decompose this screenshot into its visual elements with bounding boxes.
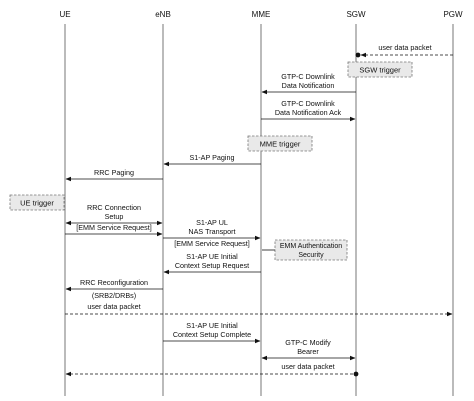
entity-label-enb: eNB — [155, 10, 171, 19]
label-user-data-packet-3: user data packet — [281, 362, 334, 371]
label-s1ap-ul-nas-line1: S1-AP UL — [196, 218, 228, 227]
label-s1ap-paging: S1-AP Paging — [189, 153, 234, 162]
ue-trigger-label: UE trigger — [20, 199, 54, 208]
label-gtpc-dl-notification-line1: GTP-C Downlink — [281, 72, 335, 81]
label-emm-service-request-2: [EMM Service Request] — [174, 239, 250, 248]
mme-trigger-box — [247, 135, 313, 152]
entity-label-ue: UE — [59, 10, 70, 19]
label-rrc-reconfiguration: RRC Reconfiguration — [80, 278, 148, 287]
entity-label-mme: MME — [252, 10, 271, 19]
label-user-data-packet-1: user data packet — [378, 43, 431, 52]
dot-user-data-packet-1 — [355, 52, 361, 58]
label-s1ap-setup-request-line2: Context Setup Request — [175, 261, 249, 270]
label-s1ap-setup-complete-line2: Context Setup Complete — [173, 330, 251, 339]
label-srb-drbs: (SRB2/DRBs) — [92, 291, 136, 300]
mme-trigger-label: MME trigger — [260, 140, 301, 149]
label-gtpc-dl-notification-ack-line1: GTP-C Downlink — [281, 99, 335, 108]
emm-authentication-label-line1: EMM Authentication — [280, 243, 342, 250]
label-gtpc-modify-bearer-line2: Bearer — [297, 347, 319, 356]
label-emm-service-request-1: [EMM Service Request] — [76, 223, 152, 232]
label-rrc-paging: RRC Paging — [94, 168, 134, 177]
entity-label-sgw: SGW — [346, 10, 366, 19]
label-rrc-connection-setup-line2: Setup — [105, 212, 124, 221]
label-s1ap-ul-nas-line2: NAS Transport — [188, 227, 235, 236]
sgw-trigger-label: SGW trigger — [359, 66, 401, 75]
label-s1ap-setup-complete-line1: S1-AP UE Initial — [186, 321, 238, 330]
entity-label-pgw: PGW — [443, 10, 463, 19]
sgw-trigger-box — [347, 61, 413, 78]
label-s1ap-setup-request-line1: S1-AP UE Initial — [186, 252, 238, 261]
label-gtpc-dl-notification-line2: Data Notification — [282, 81, 335, 90]
label-gtpc-modify-bearer-line1: GTP-C Modify — [285, 338, 331, 347]
emm-authentication-label-line2: Security — [298, 252, 324, 259]
label-rrc-connection-setup-line1: RRC Connection — [87, 203, 141, 212]
dot-user-data-packet-3 — [353, 371, 359, 377]
label-user-data-packet-2: user data packet — [87, 302, 140, 311]
ue-trigger-box — [9, 194, 65, 211]
label-gtpc-dl-notification-ack-line2: Data Notification Ack — [275, 108, 342, 117]
